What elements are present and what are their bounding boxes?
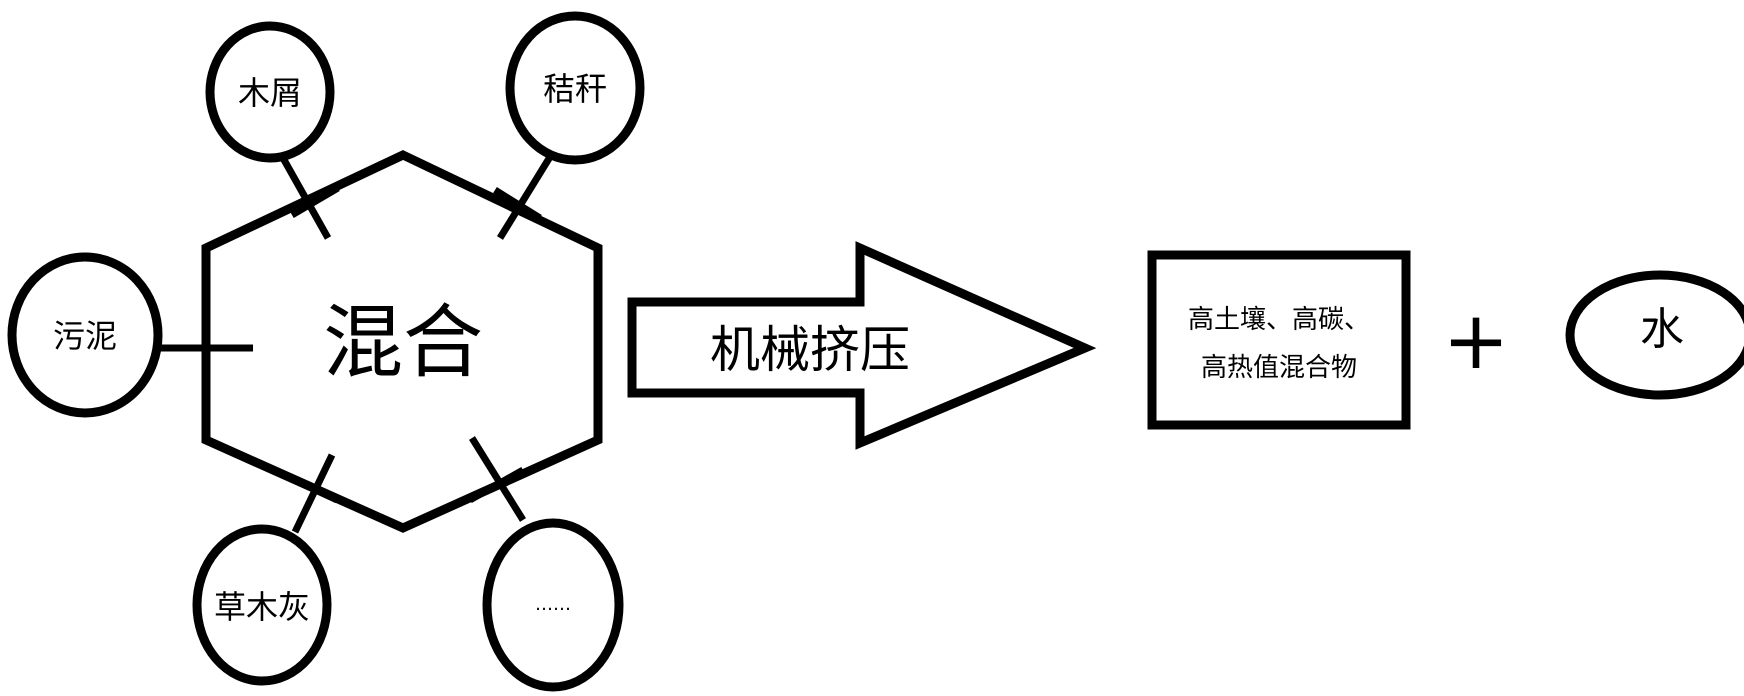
connector-ash <box>291 453 336 534</box>
input-circle-sawdust <box>205 21 335 163</box>
product-box <box>1147 250 1411 430</box>
input-label-sawdust: 木屑 <box>238 74 302 112</box>
input-label-ash: 草木灰 <box>214 588 310 626</box>
process-arrow <box>627 241 1097 450</box>
plus-sign: + <box>1442 294 1509 387</box>
input-label-straw: 秸秆 <box>543 70 607 108</box>
product-label-line1: 高土壤、高碳、 <box>1188 305 1370 335</box>
input-circle-straw <box>505 11 645 165</box>
input-circle-ash <box>192 524 332 686</box>
product-label-line2: 高热值混合物 <box>1201 353 1357 383</box>
mix-label: 混合 <box>323 296 483 389</box>
water-ellipse <box>1565 270 1744 400</box>
input-circle-more <box>482 518 624 692</box>
water-label: 水 <box>1640 304 1684 355</box>
mix-hexagon <box>201 150 603 533</box>
connector-straw <box>497 150 556 240</box>
input-circle-sludge <box>7 252 163 418</box>
input-label-more: …… <box>535 594 571 615</box>
connector-more <box>469 436 526 522</box>
input-label-sludge: 污泥 <box>53 317 117 355</box>
process-label: 机械挤压 <box>710 321 910 379</box>
